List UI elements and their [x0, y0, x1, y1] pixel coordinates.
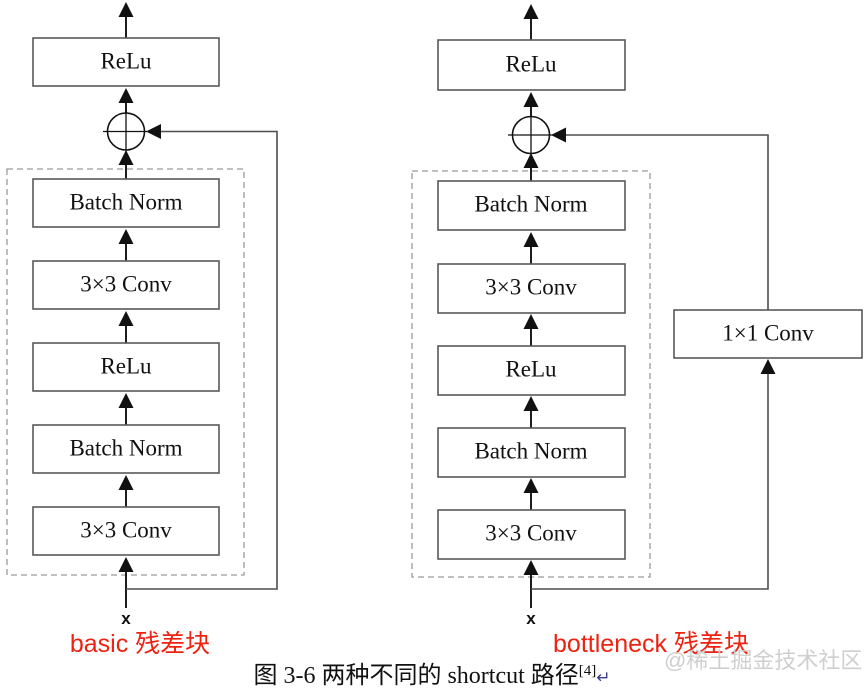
right-stack-box-1[interactable] [437, 263, 626, 314]
right-stack-box-4[interactable] [437, 509, 626, 560]
left-sum-to-relu-arrowhead [118, 88, 134, 103]
left-stack-box-4[interactable] [32, 506, 220, 556]
watermark-text: @稀土掘金技术社区 [664, 648, 862, 673]
right-shortcut-upper-path [558, 134, 769, 310]
right-connector-arrowhead-3 [523, 478, 539, 493]
left-output-relu-label: ReLu [100, 48, 152, 73]
left-block-caption: basic 残差块 [70, 630, 210, 658]
left-stack-label-2: ReLu [100, 353, 152, 378]
right-stack-label-4: 3×3 Conv [485, 520, 577, 545]
figure-caption: 图 3-6 两种不同的 shortcut 路径[4]↵ [253, 662, 610, 689]
left-bn1-to-sum-arrowhead [118, 150, 134, 165]
left-stack-label-1: 3×3 Conv [80, 271, 172, 296]
right-shortcut-conv-arrowhead [760, 359, 776, 374]
left-output-arrowhead [118, 2, 134, 17]
left-shortcut-arrowhead [146, 124, 161, 139]
left-stack-box-1[interactable] [32, 260, 220, 310]
left-input-arrowhead [118, 557, 134, 572]
right-bn1-to-sum-arrowhead [523, 153, 539, 168]
right-connector-arrowhead-0 [523, 232, 539, 247]
left-connector-arrowhead-2 [118, 393, 134, 408]
left-stack-box-0[interactable] [32, 178, 220, 228]
right-stack-label-0: Batch Norm [474, 191, 587, 216]
right-stack-box-3[interactable] [437, 427, 626, 478]
left-stack-label-0: Batch Norm [69, 189, 182, 214]
figure-caption-reference: [4] [579, 663, 597, 679]
right-output-relu-label: ReLu [505, 51, 557, 76]
right-shortcut-lower-path [531, 372, 769, 590]
left-stack-label-4: 3×3 Conv [80, 517, 172, 542]
right-input-arrowhead [523, 560, 539, 575]
right-stack-box-2[interactable] [437, 345, 626, 396]
right-input-label: x [526, 609, 536, 628]
left-output-relu-box[interactable] [32, 37, 220, 87]
right-shortcut-arrowhead [551, 127, 566, 143]
left-input-label: x [121, 609, 131, 628]
left-connector-arrowhead-0 [118, 229, 134, 244]
left-identity-shortcut-path [126, 130, 278, 590]
right-residual-block: ReLu Batch Norm 3×3 Conv ReLu Batch Norm [411, 4, 863, 658]
left-residual-block: ReLu Batch Norm 3×3 Conv ReLu Batch Norm [6, 2, 278, 658]
left-stack-label-3: Batch Norm [69, 435, 182, 460]
right-sum-to-relu-arrowhead [523, 92, 539, 107]
right-output-relu-box[interactable] [437, 39, 626, 91]
figure-caption-group: 图 3-6 两种不同的 shortcut 路径[4]↵ [253, 662, 610, 689]
right-connector-arrowhead-1 [523, 314, 539, 329]
left-connector-arrowhead-3 [118, 475, 134, 490]
right-block-caption: bottleneck 残差块 [553, 630, 749, 658]
right-stack-label-1: 3×3 Conv [485, 274, 577, 299]
right-stack-box-0[interactable] [437, 180, 626, 231]
right-shortcut-conv-label: 1×1 Conv [722, 320, 814, 345]
right-stack-label-2: ReLu [505, 356, 557, 381]
right-stack-label-3: Batch Norm [474, 438, 587, 463]
right-connector-arrowhead-2 [523, 396, 539, 411]
figure-caption-pilcrow: ↵ [596, 668, 610, 687]
left-stack-box-3[interactable] [32, 424, 220, 474]
right-output-arrowhead [523, 4, 539, 19]
figure-caption-main: 图 3-6 两种不同的 shortcut 路径 [253, 662, 578, 689]
left-stack-box-2[interactable] [32, 342, 220, 392]
left-connector-arrowhead-1 [118, 311, 134, 326]
right-shortcut-conv-box[interactable] [673, 309, 863, 359]
